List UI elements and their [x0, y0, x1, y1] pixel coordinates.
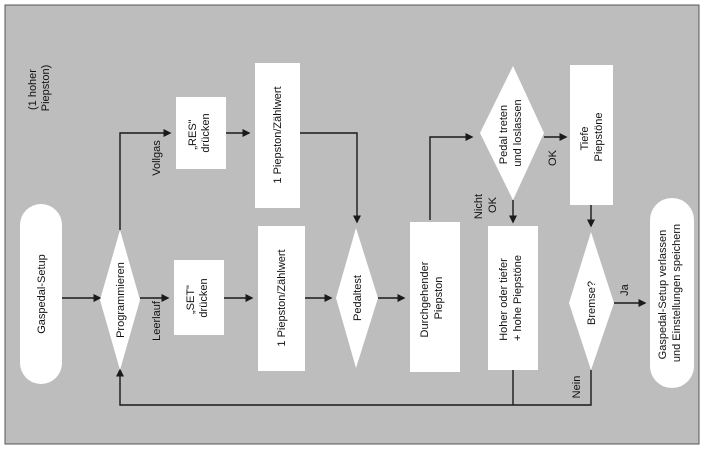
- labels: (1 hoher Piepston) Vollgas Leerlauf OK N…: [27, 65, 631, 399]
- label-ok: OK: [547, 149, 559, 166]
- edge-bremse-nein-loop: [116, 368, 592, 406]
- node-hoher: Hoher oder tiefer + hohe Piepstöne: [498, 255, 524, 341]
- note-hoher-piepston: (1 hoher Piepston): [27, 65, 52, 111]
- label-ja: Ja: [619, 283, 631, 296]
- node-bremse-shape: [569, 232, 614, 370]
- node-tiefe: Tiefe Piepstöne: [579, 113, 605, 162]
- node-piep-mid-shape: [258, 226, 305, 371]
- edge-piep-top-pedaltest: [300, 132, 361, 224]
- nodes: Gaspedal-Setup Programmieren „RES" drück…: [20, 63, 694, 388]
- node-set-shape: [174, 260, 224, 335]
- node-programmieren: Programmieren: [115, 262, 127, 338]
- label-leerlauf: Leerlauf: [151, 300, 163, 341]
- node-pedal-shape: [480, 66, 544, 200]
- edges: [62, 129, 647, 406]
- node-setup-shape: [20, 204, 62, 384]
- node-pedaltest: Pedaltest: [352, 275, 364, 321]
- node-bremse: Bremse?: [586, 281, 598, 325]
- node-verlassen: Gaspedal-Setup verlassen und Einstellung…: [657, 224, 683, 362]
- node-programmieren-shape: [100, 230, 140, 370]
- node-piep-mid: 1 Piepston/Zählwert: [276, 249, 288, 346]
- label-nicht-ok: Nicht OK: [473, 191, 499, 219]
- node-res: „RES" drücken: [187, 113, 212, 152]
- label-nein: Nein: [571, 376, 583, 399]
- edge-durchgehend-pedal: [429, 133, 474, 220]
- edge-programmieren-res: [119, 129, 172, 230]
- node-setup: Gaspedal-Setup: [36, 254, 48, 334]
- node-hoher-shape: [488, 226, 538, 370]
- node-verlassen-shape: [650, 198, 694, 388]
- node-res-shape: [176, 97, 226, 169]
- node-set: „SET" drücken: [185, 278, 210, 317]
- node-piep-top-shape: [255, 63, 300, 208]
- label-vollgas: Vollgas: [151, 140, 163, 176]
- node-durchgehend-shape: [410, 222, 460, 372]
- node-pedal: Pedal treten und loslassen: [498, 99, 524, 166]
- node-pedaltest-shape: [336, 228, 378, 368]
- node-piep-top: 1 Piepston/Zählwert: [272, 86, 284, 183]
- node-tiefe-shape: [570, 65, 613, 205]
- node-durchgehend: Durchgehender Piepston: [419, 259, 445, 338]
